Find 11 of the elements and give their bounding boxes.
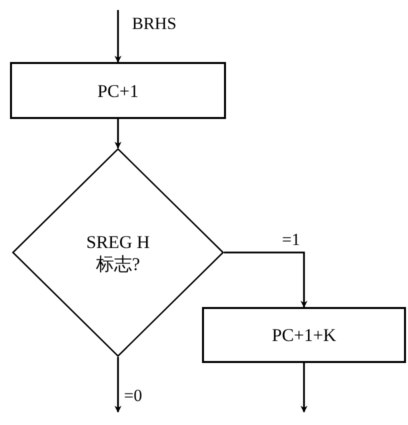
process-box [10, 62, 226, 119]
arrow [114, 10, 122, 63]
node-text: SREG H标志? [85, 230, 151, 274]
arrow [114, 357, 122, 413]
arrow [300, 363, 308, 413]
node-text: PC+1+K [272, 324, 336, 346]
decision-diamond [12, 148, 224, 357]
node-text: PC+1 [97, 80, 139, 102]
arrow [224, 252, 308, 308]
arrow [114, 119, 122, 149]
process-box [202, 307, 406, 363]
